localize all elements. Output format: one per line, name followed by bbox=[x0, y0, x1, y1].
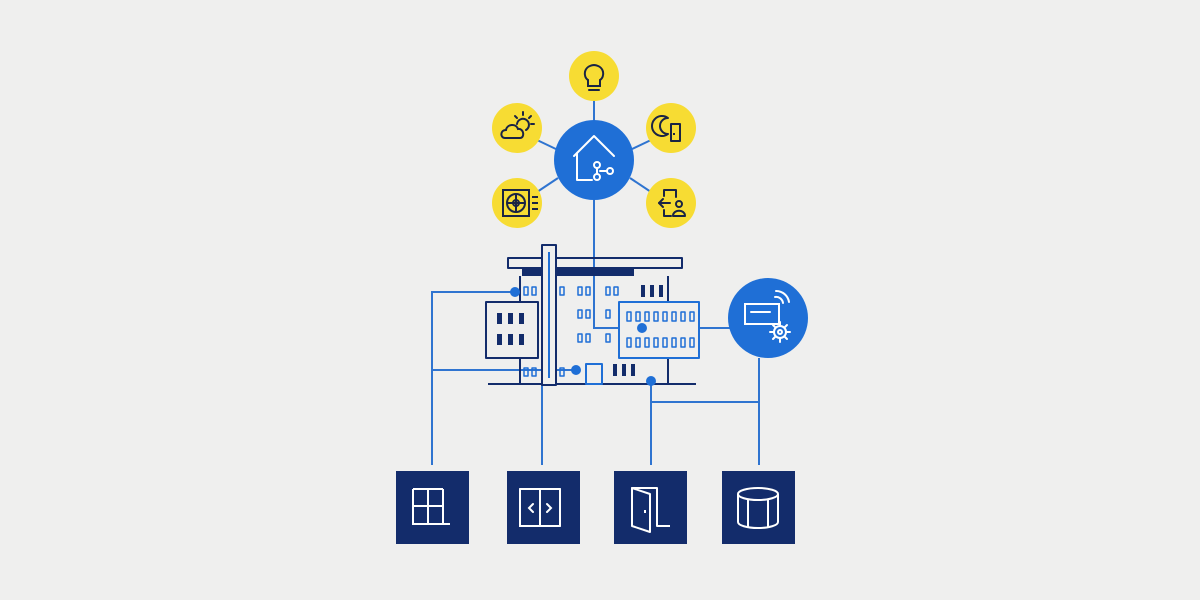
smart-home-hub-icon bbox=[573, 135, 615, 181]
hub-node[interactable] bbox=[554, 120, 634, 200]
revolving-door-icon bbox=[737, 487, 779, 529]
controller-node[interactable] bbox=[728, 278, 808, 358]
weather-cloud-sun-icon bbox=[500, 111, 535, 139]
lightbulb-icon bbox=[583, 63, 605, 91]
satellite-lighting[interactable] bbox=[569, 51, 619, 101]
window-icon bbox=[412, 488, 450, 525]
sliding-door-icon bbox=[519, 488, 561, 527]
moon-door-icon bbox=[651, 115, 681, 142]
endpoint-window[interactable] bbox=[396, 471, 469, 544]
satellite-weather[interactable] bbox=[492, 103, 542, 153]
wireless-controller-gear-icon bbox=[744, 289, 791, 343]
endpoint-swing-door[interactable] bbox=[614, 471, 687, 544]
satellite-ventilation[interactable] bbox=[492, 178, 542, 228]
open-door-icon bbox=[631, 487, 670, 533]
building-icon bbox=[485, 244, 700, 386]
person-door-icon bbox=[658, 189, 686, 217]
satellite-check-in[interactable] bbox=[646, 178, 696, 228]
junction-dots bbox=[510, 287, 656, 386]
endpoint-revolving-door[interactable] bbox=[722, 471, 795, 544]
endpoint-sliding-door[interactable] bbox=[507, 471, 580, 544]
fan-unit-icon bbox=[502, 189, 538, 217]
satellite-night-access[interactable] bbox=[646, 103, 696, 153]
